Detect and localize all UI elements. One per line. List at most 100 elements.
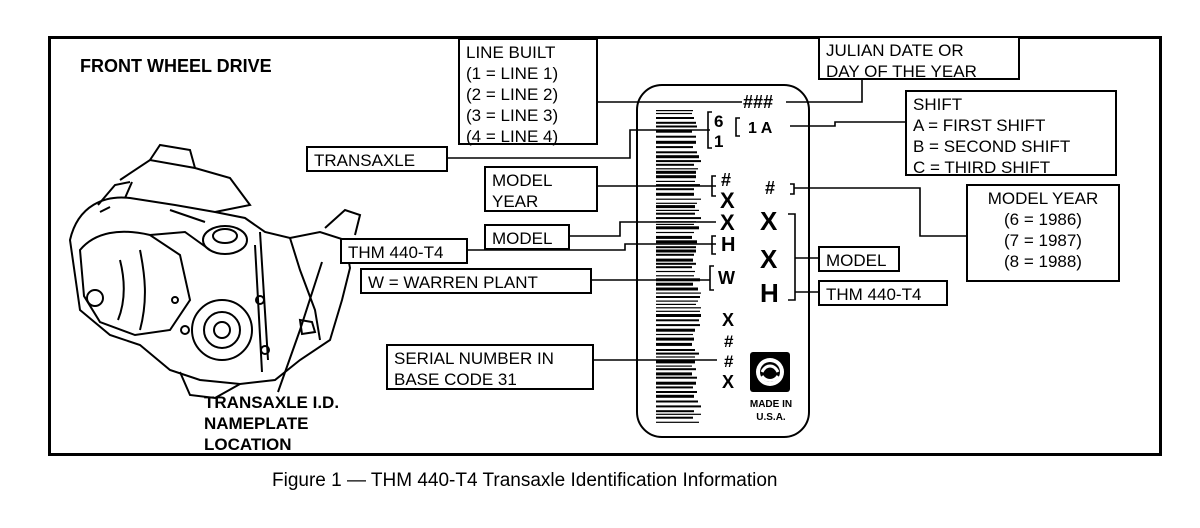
barcode-bar [656, 258, 693, 262]
diagram-frame [48, 36, 1162, 456]
tag-six: 6 [714, 112, 724, 131]
thm-right-callout: THM 440-T4 [818, 280, 948, 306]
barcode-bar [656, 151, 697, 154]
tag-serial-hash1: # [724, 332, 734, 351]
nameplate-location-label: TRANSAXLE I.D. NAMEPLATE LOCATION [204, 393, 340, 454]
barcode-bar [656, 192, 694, 196]
transaxle-callout: TRANSAXLE [306, 146, 448, 172]
barcode-bar [656, 413, 701, 415]
barcode-bar [656, 175, 696, 179]
tag-serial-hash2: # [724, 352, 734, 371]
barcode-bar [656, 223, 694, 225]
barcode-bar [656, 372, 692, 376]
model-left-callout: MODEL [484, 224, 570, 250]
barcode-bar [656, 160, 701, 163]
id-tag [636, 84, 810, 438]
barcode-bar [656, 188, 694, 191]
barcode-bar [656, 310, 700, 312]
barcode-bar [656, 333, 693, 336]
barcode-bar [656, 300, 698, 302]
barcode-bar [656, 202, 697, 204]
barcode-bar [656, 349, 695, 351]
barcode-bar [656, 112, 692, 115]
model-year-right-callout: MODEL YEAR (6 = 1986) (7 = 1987) (8 = 19… [966, 184, 1120, 282]
tag-serial-x2: X [722, 372, 735, 392]
barcode-bar [656, 212, 695, 215]
barcode-bar [656, 287, 698, 291]
tag-left-x2: X [720, 210, 735, 235]
barcode-bar [656, 253, 694, 256]
barcode-bar [656, 360, 695, 364]
shift-callout: SHIFT A = FIRST SHIFT B = SECOND SHIFT C… [905, 90, 1117, 177]
tag-right-hash: # [765, 178, 776, 198]
barcode-bar [656, 314, 701, 317]
barcode-bar [656, 146, 693, 149]
barcode-bar [656, 386, 693, 389]
barcode-bar [656, 231, 694, 234]
model-right-callout: MODEL [818, 246, 900, 272]
barcode-bar [656, 356, 695, 358]
barcode-bar [656, 262, 696, 265]
tag-left-x1: X [720, 188, 735, 213]
barcode-bar [656, 394, 694, 398]
barcode-bar [656, 217, 701, 220]
barcode-bar [656, 303, 696, 305]
tag-serial-x1: X [722, 310, 735, 330]
barcode-bar [656, 235, 692, 239]
line-built-callout: LINE BUILT (1 = LINE 1) (2 = LINE 2) (3 … [458, 38, 598, 146]
serial-number-callout: SERIAL NUMBER IN BASE CODE 31 [386, 344, 594, 390]
tag-left-hash: # [721, 170, 732, 190]
barcode-bar [656, 381, 696, 385]
figure-caption: Figure 1 — THM 440-T4 Transaxle Identifi… [272, 470, 778, 491]
tag-one: 1 [714, 132, 724, 151]
barcode-bar [656, 352, 699, 355]
barcode-bar [656, 410, 694, 413]
tag-right-h: H [760, 278, 779, 308]
barcode-bar [656, 110, 693, 112]
barcode-bar [656, 400, 698, 403]
barcode-bar [656, 246, 696, 249]
tag-line-shift-code: 1 A [748, 120, 773, 137]
tag-left-h: H [721, 234, 736, 256]
tag-right-x1: X [760, 206, 778, 236]
barcode-bar [656, 240, 697, 244]
made-in-label: MADE IN U.S.A. [749, 399, 793, 423]
barcode-bar [656, 337, 694, 341]
model-year-left-callout: MODEL YEAR [484, 166, 598, 212]
barcode-bar [656, 416, 693, 419]
barcode-bar [656, 205, 695, 209]
barcode-bar [656, 365, 692, 367]
barcode-bar [656, 391, 697, 393]
barcode-bar [656, 376, 697, 379]
warren-plant-callout: W = WARREN PLANT [360, 268, 592, 294]
barcode-bar [656, 282, 693, 286]
barcode-bar [656, 180, 695, 182]
barcode-bar [656, 198, 701, 200]
barcode-bar [656, 328, 695, 332]
barcode-bar [656, 184, 700, 187]
barcode-bar [656, 135, 696, 138]
barcode-bar [656, 421, 699, 423]
barcode-bar [656, 129, 692, 133]
barcode-bar [656, 342, 692, 346]
barcode-bar [656, 292, 701, 294]
tag-w: W [718, 268, 735, 288]
barcode-bar [656, 117, 694, 119]
barcode-bar [656, 140, 696, 144]
tag-right-x2: X [760, 244, 778, 274]
barcode-bar [656, 307, 701, 309]
barcode-bar [656, 405, 701, 408]
barcode-bar [656, 168, 698, 170]
barcode-bar [656, 209, 699, 211]
barcode-bar [656, 125, 697, 128]
barcode-bar [656, 270, 695, 273]
barcode-bar [656, 226, 699, 230]
julian-date-callout: JULIAN DATE OR DAY OF THE YEAR [818, 36, 1020, 81]
tag-top-code: ### [743, 92, 774, 112]
barcode-bar [656, 319, 699, 322]
barcode-bar [656, 266, 692, 269]
page-title: FRONT WHEEL DRIVE [80, 56, 272, 76]
